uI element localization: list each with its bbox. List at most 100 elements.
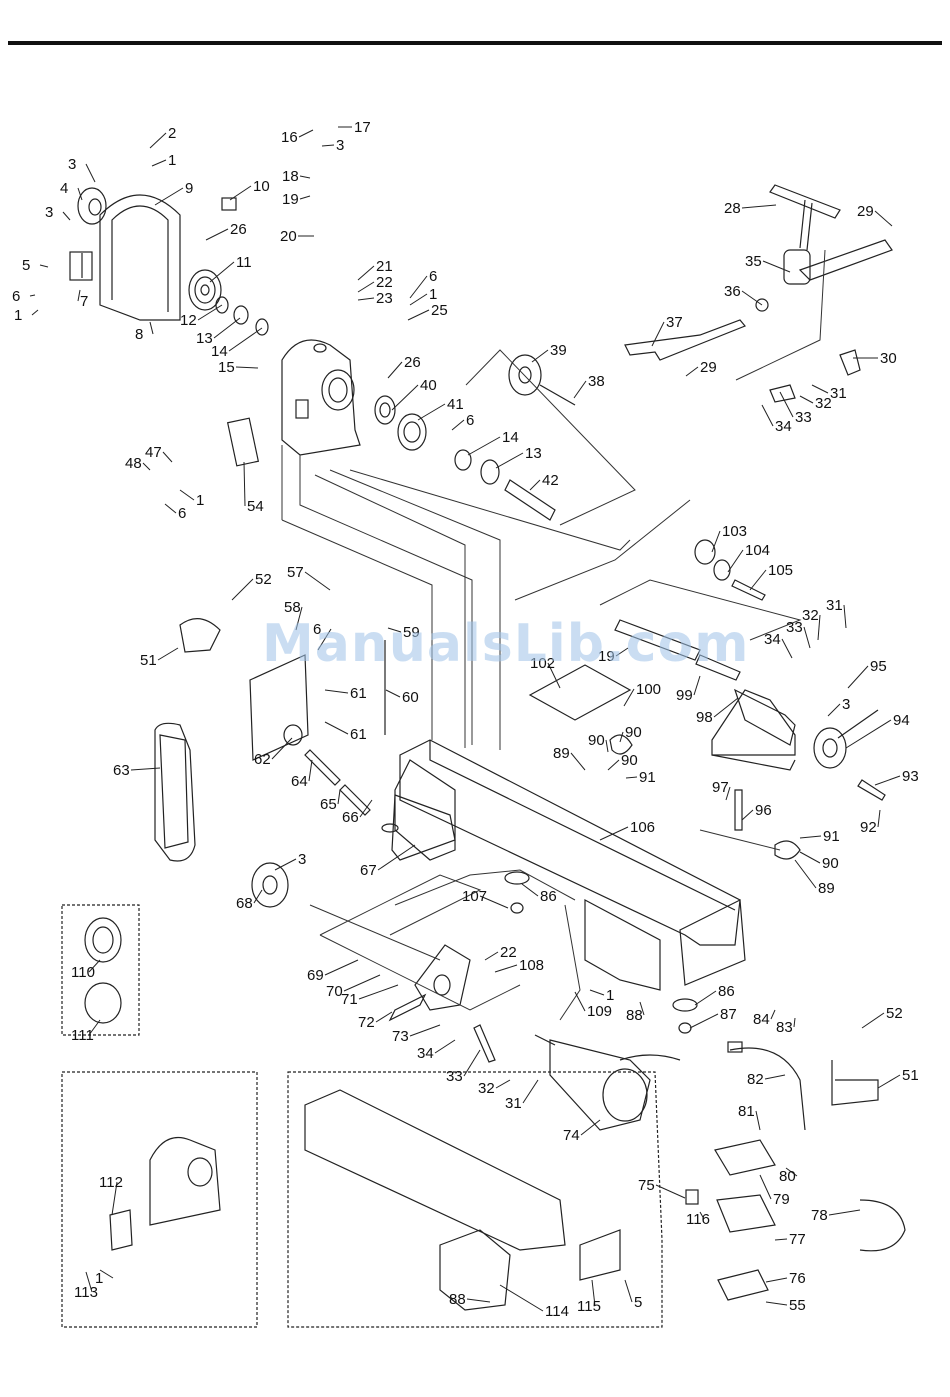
part-callout-115: 115 [577,1298,601,1315]
part-callout-31: 31 [826,597,843,614]
part-callout-51: 51 [902,1067,919,1084]
part-callout-59: 59 [403,624,420,641]
callout-leader-88 [466,1298,491,1303]
accessory-box-bed [287,1071,663,1328]
callout-leader-6 [164,503,177,514]
part-callout-96: 96 [755,802,772,819]
part-callout-90: 90 [822,855,839,872]
callout-leader-1 [179,489,195,501]
lathe-bed [381,739,746,991]
callout-leader-105 [749,569,767,591]
part-callout-6: 6 [429,268,437,285]
part-callout-33: 33 [786,619,803,636]
callout-leader-72 [375,1011,393,1023]
callout-leader-55 [765,1301,788,1306]
part-callout-31: 31 [505,1095,522,1112]
callout-leader-113 [85,1271,93,1293]
accessory-box-headstock [61,1071,258,1328]
part-callout-19: 19 [598,648,615,665]
callout-leader-52 [861,1012,885,1029]
callout-leader-73 [409,1024,441,1037]
part-callout-31: 31 [830,385,847,402]
callout-leader-3 [62,211,71,221]
callout-leader-35 [762,260,791,273]
part-callout-1: 1 [196,492,204,509]
tool-holder-right [831,1060,879,1106]
callout-leader-78 [828,1209,861,1216]
part-callout-7: 7 [80,293,88,310]
part-callout-95: 95 [870,658,887,675]
callout-leader-32 [817,614,821,641]
callout-leader-67 [377,844,416,871]
spindle-parts [374,354,576,521]
callout-leader-94 [845,719,892,749]
part-callout-90: 90 [621,752,638,769]
part-callout-112: 112 [99,1174,123,1191]
part-callout-78: 78 [811,1207,828,1224]
part-callout-79: 79 [773,1191,790,1208]
callout-leader-98 [713,697,739,718]
part-callout-80: 80 [779,1168,796,1185]
part-callout-93: 93 [902,768,919,785]
callout-leader-75 [655,1184,686,1199]
part-callout-26: 26 [230,221,247,238]
callout-leader-5 [624,1279,633,1303]
part-callout-88: 88 [449,1291,466,1308]
callout-leader-59 [387,627,402,633]
part-callout-11: 11 [236,254,252,271]
part-callout-87: 87 [720,1006,737,1023]
part-callout-88: 88 [626,1007,643,1024]
callout-leader-77 [774,1238,788,1241]
part-callout-37: 37 [666,314,683,331]
callout-leader-79 [759,1174,772,1200]
part-callout-14: 14 [502,429,519,446]
part-callout-102: 102 [530,655,555,672]
callout-leader-69 [324,959,359,976]
callout-leader-8 [149,321,154,335]
callout-leader-19 [299,195,311,200]
part-callout-39: 39 [550,342,567,359]
belt-and-shield [154,618,456,908]
callout-leader-3 [274,858,297,871]
part-callout-111: 111 [71,1027,94,1044]
accessory-box-pulleys [61,904,140,1036]
part-callout-41: 41 [447,396,464,413]
callout-leader-14 [228,327,263,352]
part-callout-86: 86 [718,983,735,1000]
part-callout-89: 89 [818,880,835,897]
part-callout-77: 77 [789,1231,806,1248]
callout-leader-115 [591,1279,596,1307]
callout-leader-103 [711,530,721,553]
callout-leader-90 [607,759,620,771]
part-callout-21: 21 [376,258,393,275]
callout-leader-6 [317,628,332,651]
part-callout-19: 19 [282,191,299,208]
part-callout-32: 32 [478,1080,495,1097]
part-callout-91: 91 [639,769,656,786]
part-callout-42: 42 [542,472,559,489]
callout-leader-93 [874,775,901,786]
callout-leader-33 [803,626,811,649]
callout-leader-13 [213,317,241,339]
part-callout-89: 89 [553,745,570,762]
callout-leader-29 [874,210,893,227]
part-callout-67: 67 [360,862,377,879]
part-callout-60: 60 [402,689,419,706]
part-callout-22: 22 [376,274,393,291]
bed-parts [504,664,698,1034]
part-callout-1: 1 [95,1270,103,1287]
callout-leader-106 [599,826,629,841]
part-callout-91: 91 [823,828,840,845]
callout-leader-51 [877,1074,901,1089]
callout-leader-29 [685,366,699,377]
part-callout-34: 34 [775,418,792,435]
part-callout-83: 83 [776,1019,793,1036]
part-callout-20: 20 [280,228,297,245]
part-callout-32: 32 [802,607,819,624]
callout-leader-70 [343,974,381,992]
callout-leader-82 [764,1074,786,1080]
callout-leader-9 [154,187,184,206]
part-callout-109: 109 [587,1003,612,1020]
headstock [281,339,361,456]
